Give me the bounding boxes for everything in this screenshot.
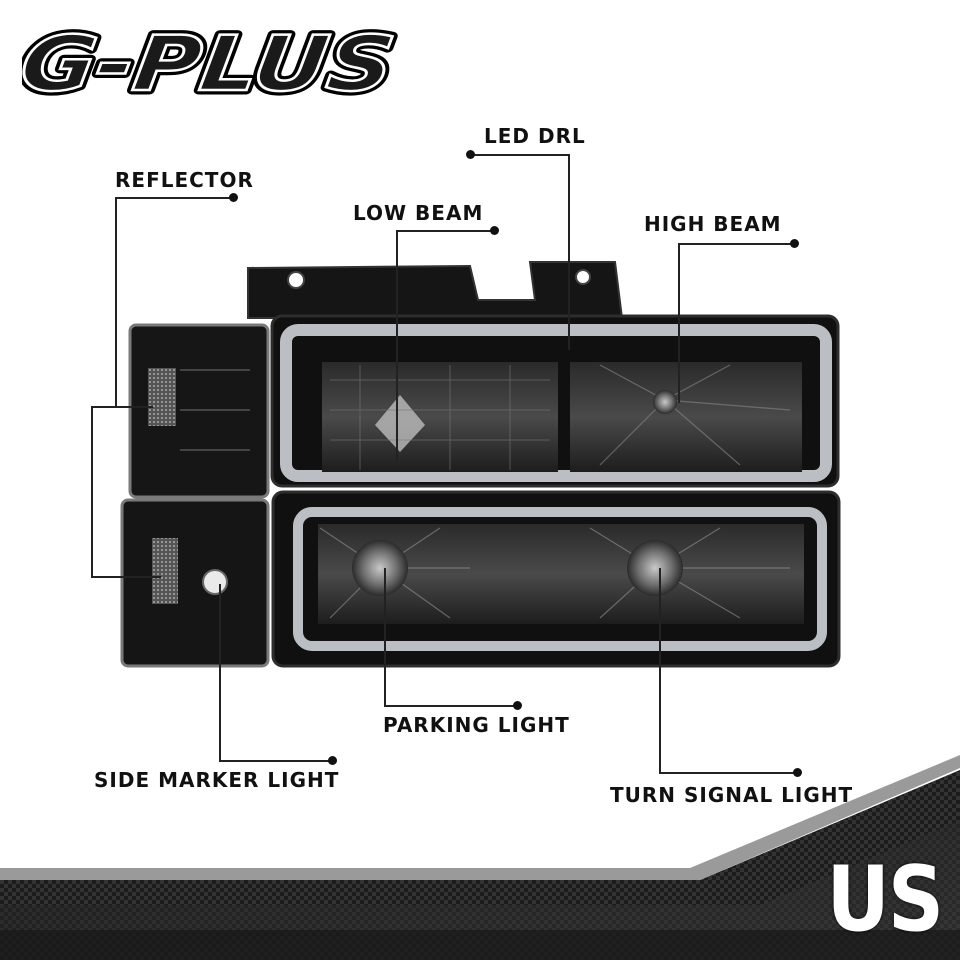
g-plus-logo: G-PLUS G-PLUS — [22, 18, 404, 108]
svg-text:G-PLUS: G-PLUS — [22, 20, 400, 108]
leader-reflector-v2 — [91, 406, 93, 578]
leader-reflector-h3 — [91, 576, 161, 578]
label-parking-light: PARKING LIGHT — [383, 713, 570, 737]
leader-side-marker-h — [219, 760, 331, 762]
label-high-beam: HIGH BEAM — [644, 212, 782, 236]
leader-low-beam — [396, 230, 398, 462]
country-badge: US — [826, 848, 944, 953]
svg-text:G-PLUS: G-PLUS — [22, 20, 400, 108]
dot-parking — [513, 701, 522, 710]
leader-reflector-v — [115, 197, 117, 407]
leader-reflector-h — [115, 197, 233, 199]
label-reflector: REFLECTOR — [115, 168, 254, 192]
leader-led-drl-h — [474, 154, 570, 156]
label-side-marker-light: SIDE MARKER LIGHT — [94, 768, 340, 792]
dot-side-marker — [328, 756, 337, 765]
leader-turn-signal — [659, 568, 661, 774]
leader-parking-h — [384, 705, 516, 707]
leader-side-marker — [219, 584, 221, 762]
leader-low-beam-h — [396, 230, 496, 232]
leader-parking — [384, 568, 386, 706]
dot-reflector — [229, 193, 238, 202]
label-turn-signal-light: TURN SIGNAL LIGHT — [610, 783, 854, 807]
leader-reflector-h2 — [91, 406, 153, 408]
dot-high-beam — [790, 239, 799, 248]
leader-turn-signal-h — [659, 772, 797, 774]
label-led-drl: LED DRL — [484, 124, 586, 148]
label-low-beam: LOW BEAM — [353, 201, 484, 225]
leader-led-drl — [568, 154, 570, 350]
dot-turn-signal — [793, 768, 802, 777]
leader-high-beam-h — [678, 243, 796, 245]
dot-led-drl — [466, 150, 475, 159]
dot-low-beam — [490, 226, 499, 235]
leader-high-beam — [678, 243, 680, 403]
